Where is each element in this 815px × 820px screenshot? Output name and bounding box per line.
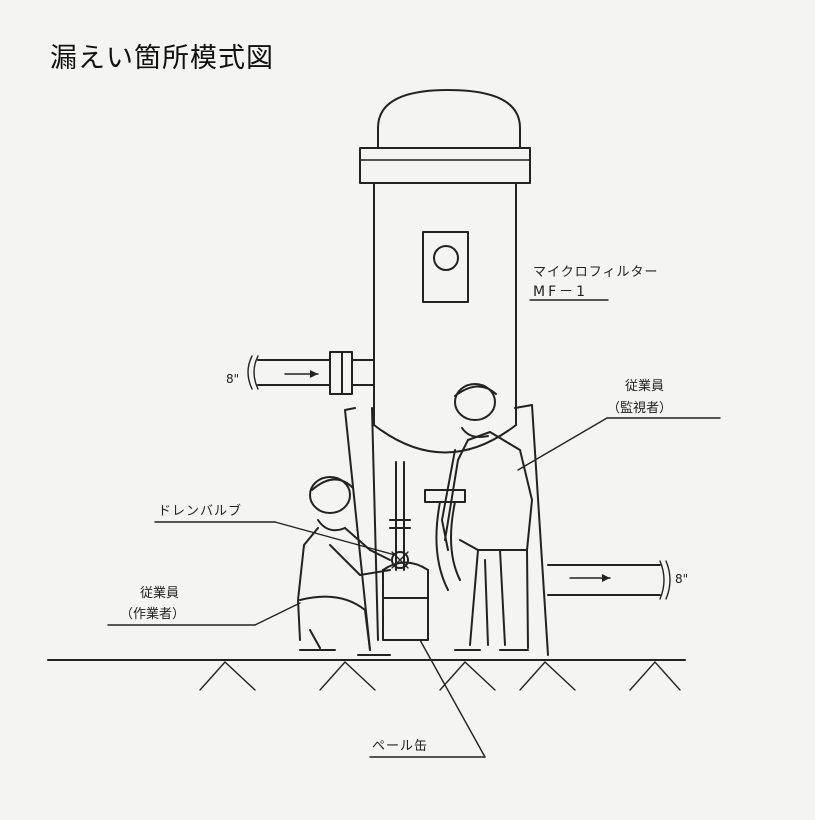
- inlet-size-label: 8": [226, 372, 239, 386]
- drain-valve-label: ドレンバルブ: [158, 503, 242, 519]
- outlet-size-label: 8": [675, 572, 688, 586]
- pail-can-label: ペール缶: [372, 739, 428, 754]
- sight-glass: [433, 245, 459, 271]
- outlet-pipe: [547, 560, 671, 600]
- worker-operator-figure: [297, 476, 391, 656]
- worker-monitor-detail-label: （監視者）: [607, 400, 672, 416]
- micro-filter-vessel: [359, 89, 531, 454]
- inlet-pipe: [247, 351, 375, 395]
- sight-glass-plate: [422, 231, 469, 303]
- filter-support-skirt: [344, 404, 549, 656]
- leader-lines: [107, 299, 721, 758]
- worker-monitor-role-label: 従業員: [625, 378, 664, 394]
- filter-code-label: MF－1: [533, 284, 588, 300]
- pail-can: [382, 561, 429, 641]
- ground: [47, 659, 686, 691]
- worker-operator-role-label: 従業員: [140, 585, 179, 601]
- page-title: 漏えい箇所模式図: [50, 43, 274, 74]
- filter-name-label: マイクロフィルター: [533, 265, 658, 280]
- worker-monitor-figure: [441, 383, 533, 651]
- worker-operator-detail-label: （作業者）: [120, 606, 185, 622]
